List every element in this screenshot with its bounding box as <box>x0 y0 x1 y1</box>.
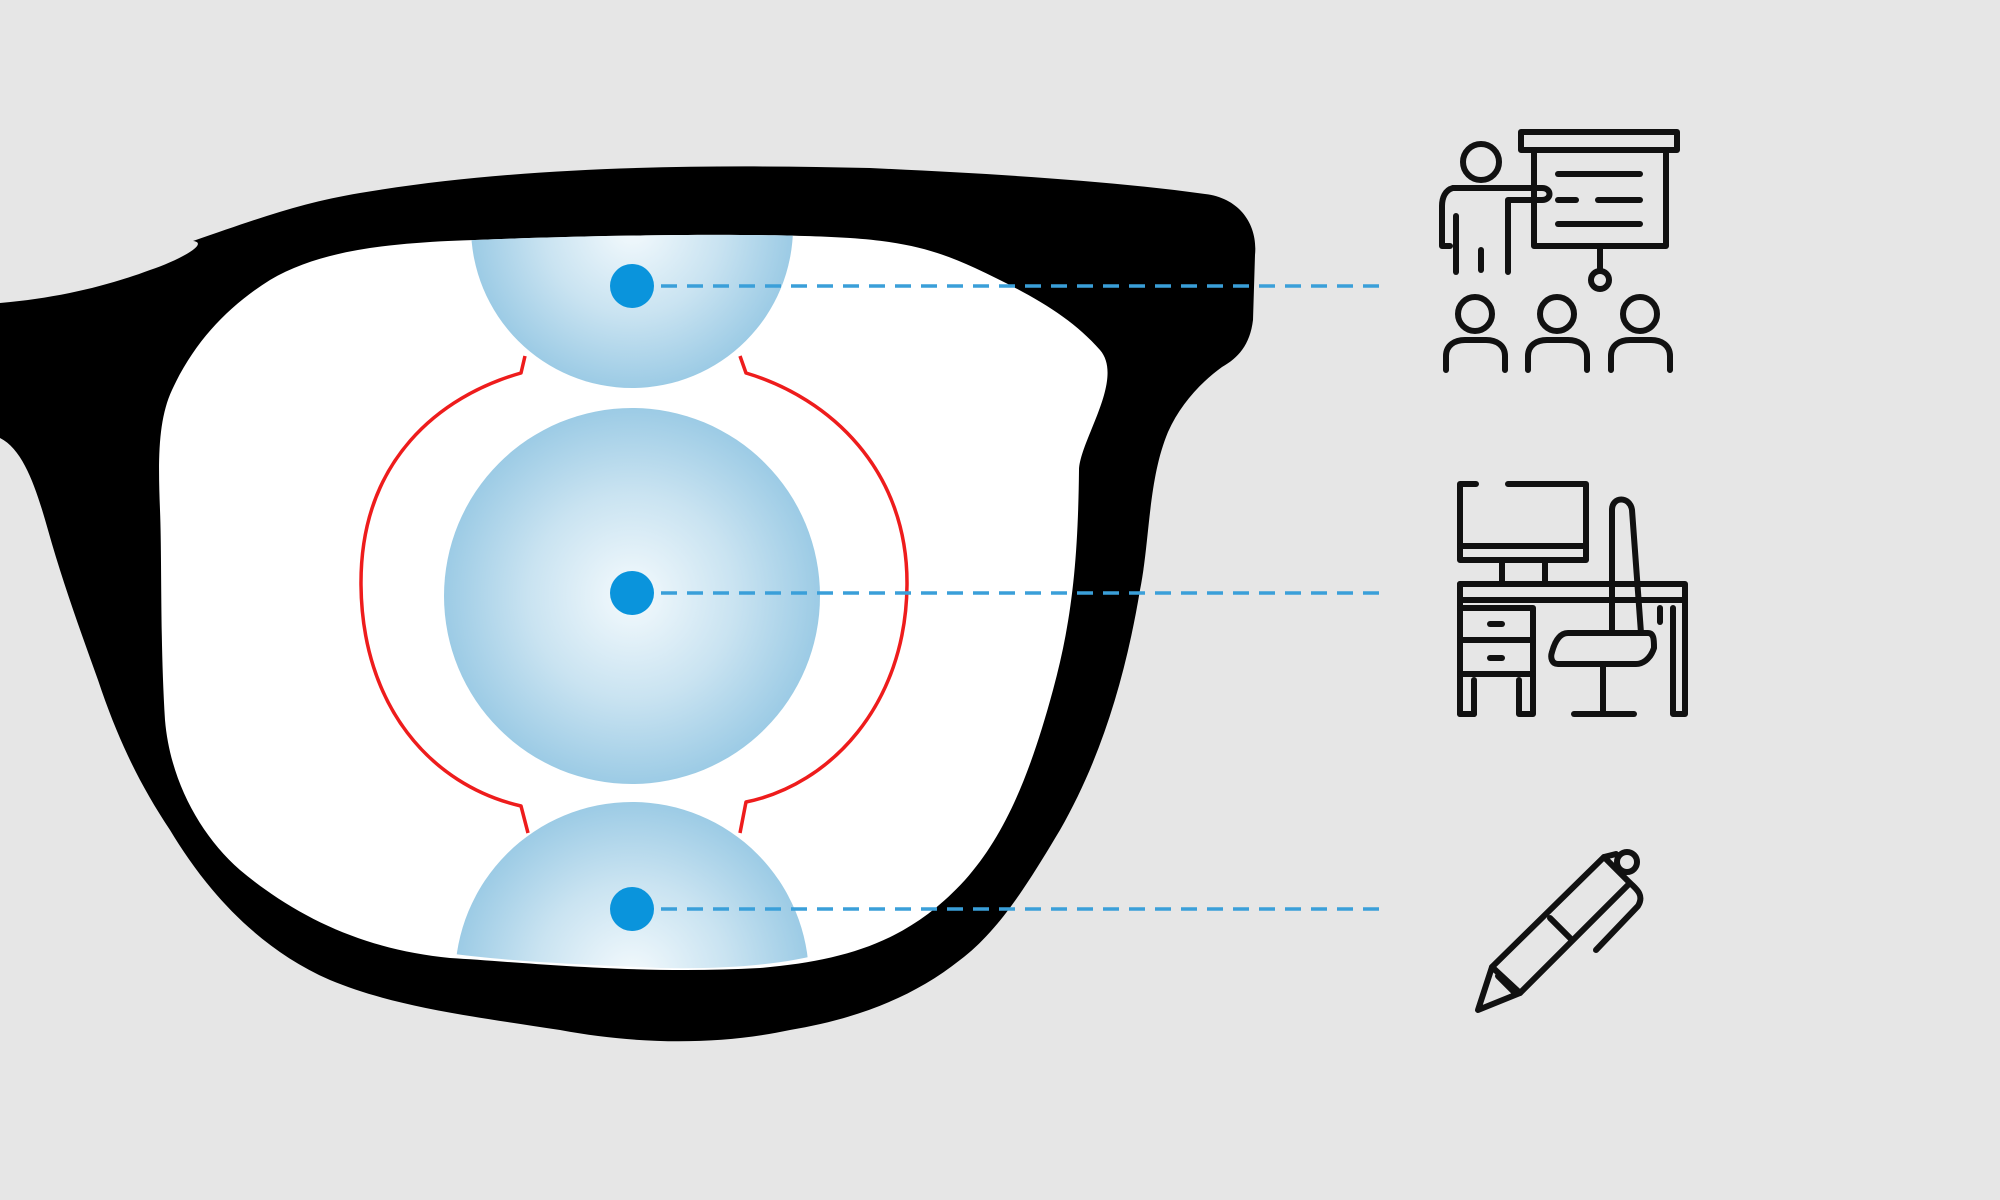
focal-point-intermediate <box>610 571 654 615</box>
corridor-outline <box>359 355 909 834</box>
guide-lines <box>661 284 1385 911</box>
focal-point-distance <box>610 264 654 308</box>
presentation-classroom-icon <box>1439 129 1680 373</box>
zone-distance <box>471 234 793 388</box>
pen-writing-icon <box>1475 849 1644 1013</box>
focal-point-near <box>610 887 654 931</box>
computer-desk-workstation-icon <box>1457 481 1688 717</box>
zone-near <box>455 802 809 969</box>
